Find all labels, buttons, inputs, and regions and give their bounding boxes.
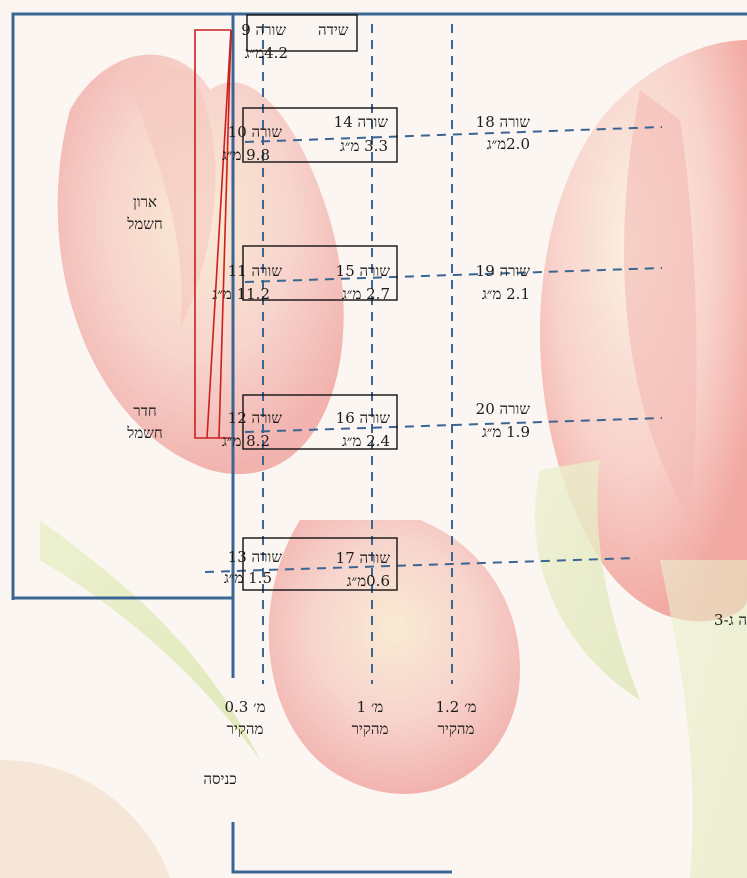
dresser-label: שידה bbox=[318, 21, 349, 39]
row-15-label: שורה 15 bbox=[335, 262, 390, 280]
row-10-dose: 9.8 מ״ג bbox=[221, 146, 270, 164]
distance-0-3-from-wall: מהקיר bbox=[226, 720, 264, 738]
row-15-dose: 2.7 מ״ג bbox=[341, 285, 390, 303]
row-12-label: שורה 12 bbox=[227, 409, 282, 427]
row-12-dose: 8.2 מ״ג bbox=[221, 432, 270, 450]
row-19-dose: 2.1 מ״ג bbox=[481, 285, 530, 303]
electric-room-label-line1: חדר bbox=[133, 402, 157, 420]
label-boxes bbox=[242, 14, 398, 591]
row-17-label: שורה 17 bbox=[335, 549, 390, 567]
row-20-label: שורה 20 bbox=[475, 400, 530, 418]
row-13-label: שורה 13 bbox=[227, 548, 282, 566]
row-9-dose: 4.2מ״ג bbox=[244, 44, 288, 62]
wall-lines bbox=[11, 12, 747, 874]
row-guide-lines bbox=[204, 126, 663, 573]
row-18-label: שורה 18 bbox=[475, 113, 530, 131]
row-9-label: שורה 9 bbox=[241, 21, 286, 39]
distance-1-from-wall: מהקיר bbox=[351, 720, 389, 738]
row-10-label: שורה 10 bbox=[227, 123, 282, 141]
row-11-label: שורה 11 bbox=[227, 262, 282, 280]
entrance-label: כניסה bbox=[203, 770, 237, 788]
electric-cabinet-label-line1: ארון bbox=[132, 193, 158, 211]
distance-1-value: 1 מ׳ bbox=[356, 698, 384, 716]
room-g3-label: ה ג-3 bbox=[714, 611, 747, 629]
distance-guide-lines bbox=[262, 24, 453, 684]
distance-1-2-from-wall: מהקיר bbox=[437, 720, 475, 738]
distance-0-3-value: 0.3 מ׳ bbox=[224, 698, 266, 716]
row-16-label: שורה 16 bbox=[335, 409, 390, 427]
row-13-dose: 1.5 מ״ג bbox=[223, 569, 272, 587]
row-11-dose: 11.2 מ״ג bbox=[212, 285, 270, 303]
row-17-dose: 0.6מ״ג bbox=[346, 572, 390, 590]
row-20-dose: 1.9 מ״ג bbox=[481, 423, 530, 441]
electric-cabinet-label-line2: חשמל bbox=[127, 215, 163, 233]
electric-cabinet-outline bbox=[194, 29, 232, 439]
row-14-label: שורה 14 bbox=[333, 113, 388, 131]
distance-1-2-value: 1.2 מ׳ bbox=[435, 698, 477, 716]
electric-room-label-line2: חשמל bbox=[127, 424, 163, 442]
row-19-label: שורה 19 bbox=[475, 262, 530, 280]
row-14-dose: 3.3 מ״ג bbox=[339, 137, 388, 155]
row-16-dose: 2.4 מ״ג bbox=[341, 432, 390, 450]
row-18-dose: 2.0מ״ג bbox=[486, 135, 530, 153]
